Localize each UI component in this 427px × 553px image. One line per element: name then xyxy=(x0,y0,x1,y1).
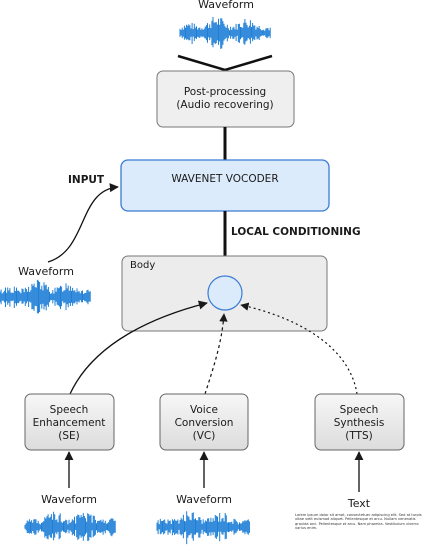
tts-line2: Synthesis xyxy=(334,417,385,429)
vc-to-body-arrow xyxy=(204,313,228,395)
speech-synthesis-box xyxy=(314,393,405,451)
speech-enhancement-box xyxy=(24,393,115,451)
vc-source-label: Waveform xyxy=(176,493,232,506)
se-line1: Speech xyxy=(50,404,89,416)
local-conditioning-label: LOCAL CONDITIONING xyxy=(231,226,361,238)
left-waveform-label: Waveform xyxy=(18,265,74,278)
vc-source-waveform-graphic xyxy=(156,511,250,545)
tts-line3: (TTS) xyxy=(345,430,373,442)
input-arrow xyxy=(47,183,119,263)
se-source-label: Waveform xyxy=(41,493,97,506)
output-fork-connector xyxy=(177,54,273,72)
wavenet-vocoder-title: WAVENET VOCODER xyxy=(171,173,278,185)
vc-line2: Conversion xyxy=(175,417,234,429)
tts-line1: Speech xyxy=(340,404,379,416)
vc-line3: (VC) xyxy=(193,430,216,442)
se-line2: Enhancement xyxy=(33,417,106,429)
se-line3: (SE) xyxy=(58,430,80,442)
se-to-body-arrow xyxy=(69,300,208,395)
postprocessing-title: Post-processing xyxy=(184,86,266,98)
wavenet-vocoder-box xyxy=(120,159,330,212)
top-waveform-label: Waveform xyxy=(198,0,254,11)
postprocessing-subtitle: (Audio recovering) xyxy=(176,99,273,111)
tts-to-body-arrow xyxy=(240,302,358,395)
se-source-waveform-graphic xyxy=(24,511,116,541)
tts-source-label: Text xyxy=(347,497,371,510)
tts-source-text-sample: Lorem ipsum dolor sit amet, consectetuer… xyxy=(295,513,422,531)
input-label: INPUT xyxy=(68,174,105,186)
voice-conversion-box xyxy=(159,393,249,451)
top-waveform-graphic xyxy=(179,17,271,49)
left-waveform-graphic xyxy=(0,279,91,314)
conditioning-node xyxy=(207,275,243,311)
body-title: Body xyxy=(130,260,155,271)
vc-line1: Voice xyxy=(190,404,218,416)
